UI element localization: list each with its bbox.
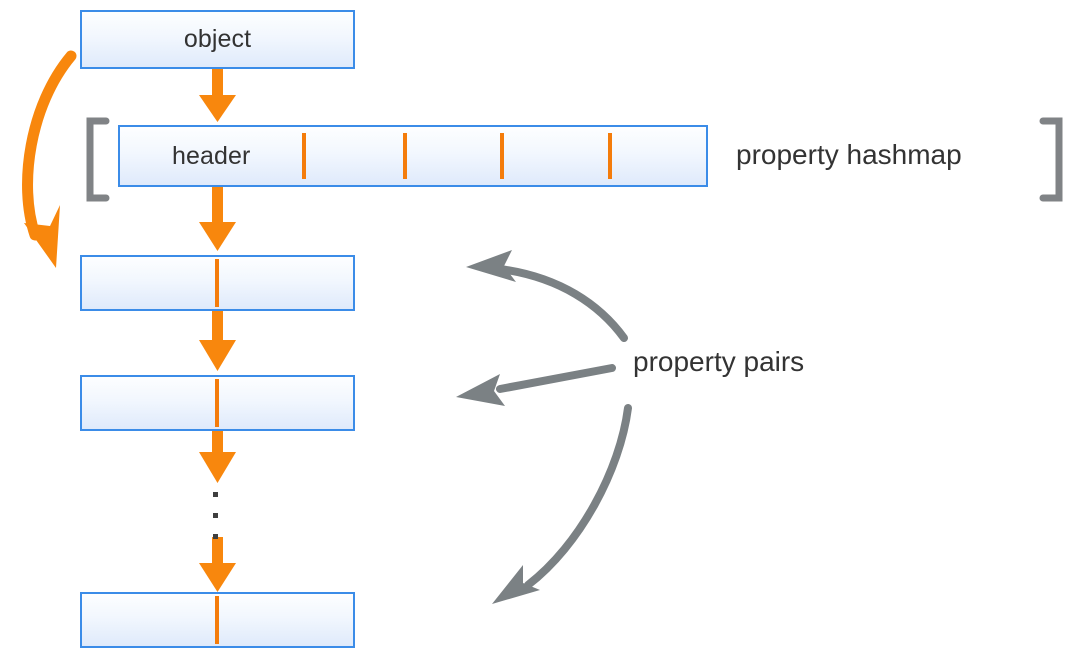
header-label: header bbox=[172, 141, 251, 170]
property-pairs-label: property pairs bbox=[633, 346, 805, 377]
hashmap-separator-tick-3 bbox=[500, 133, 504, 179]
pair-2-link-line bbox=[215, 379, 219, 427]
pair2-to-ellipsis-arrow bbox=[199, 431, 236, 483]
ellipsis-dot-2 bbox=[213, 513, 218, 518]
ellipsis-dot-3 bbox=[213, 534, 218, 539]
header-to-pair1-arrow bbox=[199, 187, 236, 251]
hashmap-separator-tick-2 bbox=[403, 133, 407, 179]
property-pairs-callout-upper-arrow bbox=[466, 250, 628, 342]
right-bracket bbox=[1039, 117, 1063, 202]
property-pairs-callout-lower-arrow bbox=[492, 404, 632, 604]
object-box-label: object bbox=[183, 25, 252, 53]
ellipsis-dot-1 bbox=[213, 492, 218, 497]
pair-3-link-line bbox=[215, 596, 219, 644]
pair1-to-pair2-arrow bbox=[199, 311, 236, 371]
left-bracket bbox=[86, 117, 110, 202]
ellipsis-to-pair3-arrow bbox=[199, 537, 236, 592]
property-pairs-callout-middle-arrow bbox=[456, 364, 616, 406]
hashmap-separator-tick-4 bbox=[608, 133, 612, 179]
property-hashmap-box[interactable]: header bbox=[118, 125, 708, 187]
pair-1-link-line bbox=[215, 259, 219, 307]
object-to-header-arrow bbox=[199, 69, 236, 122]
property-hashmap-label: property hashmap bbox=[736, 139, 962, 170]
object-box[interactable]: object bbox=[80, 10, 355, 69]
vertical-ellipsis bbox=[213, 492, 218, 540]
object-to-pair1-curve-arrow bbox=[22, 50, 77, 268]
hashmap-separator-tick-1 bbox=[302, 133, 306, 179]
